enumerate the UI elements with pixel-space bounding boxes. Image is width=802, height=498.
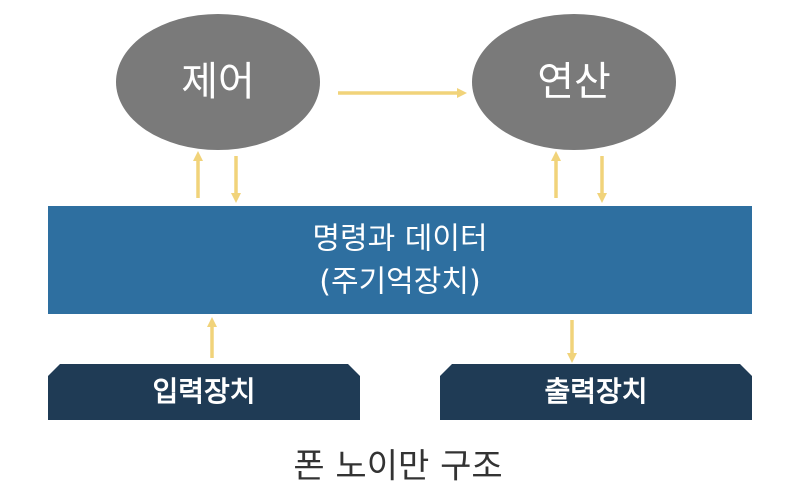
input-device-label: 입력장치 (152, 375, 255, 408)
output-device-node: 출력장치 (440, 364, 752, 420)
input-device-block (48, 364, 360, 420)
alu-node: 연산 (472, 14, 676, 150)
memory-block (48, 206, 752, 314)
control-unit-label: 제어 (181, 59, 255, 105)
output-device-label: 출력장치 (544, 375, 647, 408)
memory-node: 명령과 데이터 (주기억장치) (48, 206, 752, 314)
memory-label-line2: (주기억장치) (319, 265, 480, 300)
output-device-block (440, 364, 752, 420)
control-unit-ellipse (116, 14, 320, 150)
alu-ellipse (472, 14, 676, 150)
control-unit-node: 제어 (116, 14, 320, 150)
input-device-node: 입력장치 (48, 364, 360, 420)
alu-label: 연산 (537, 59, 611, 105)
diagram-caption: 폰 노이만 구조 (293, 447, 502, 487)
memory-label-line1: 명령과 데이터 (312, 222, 487, 257)
